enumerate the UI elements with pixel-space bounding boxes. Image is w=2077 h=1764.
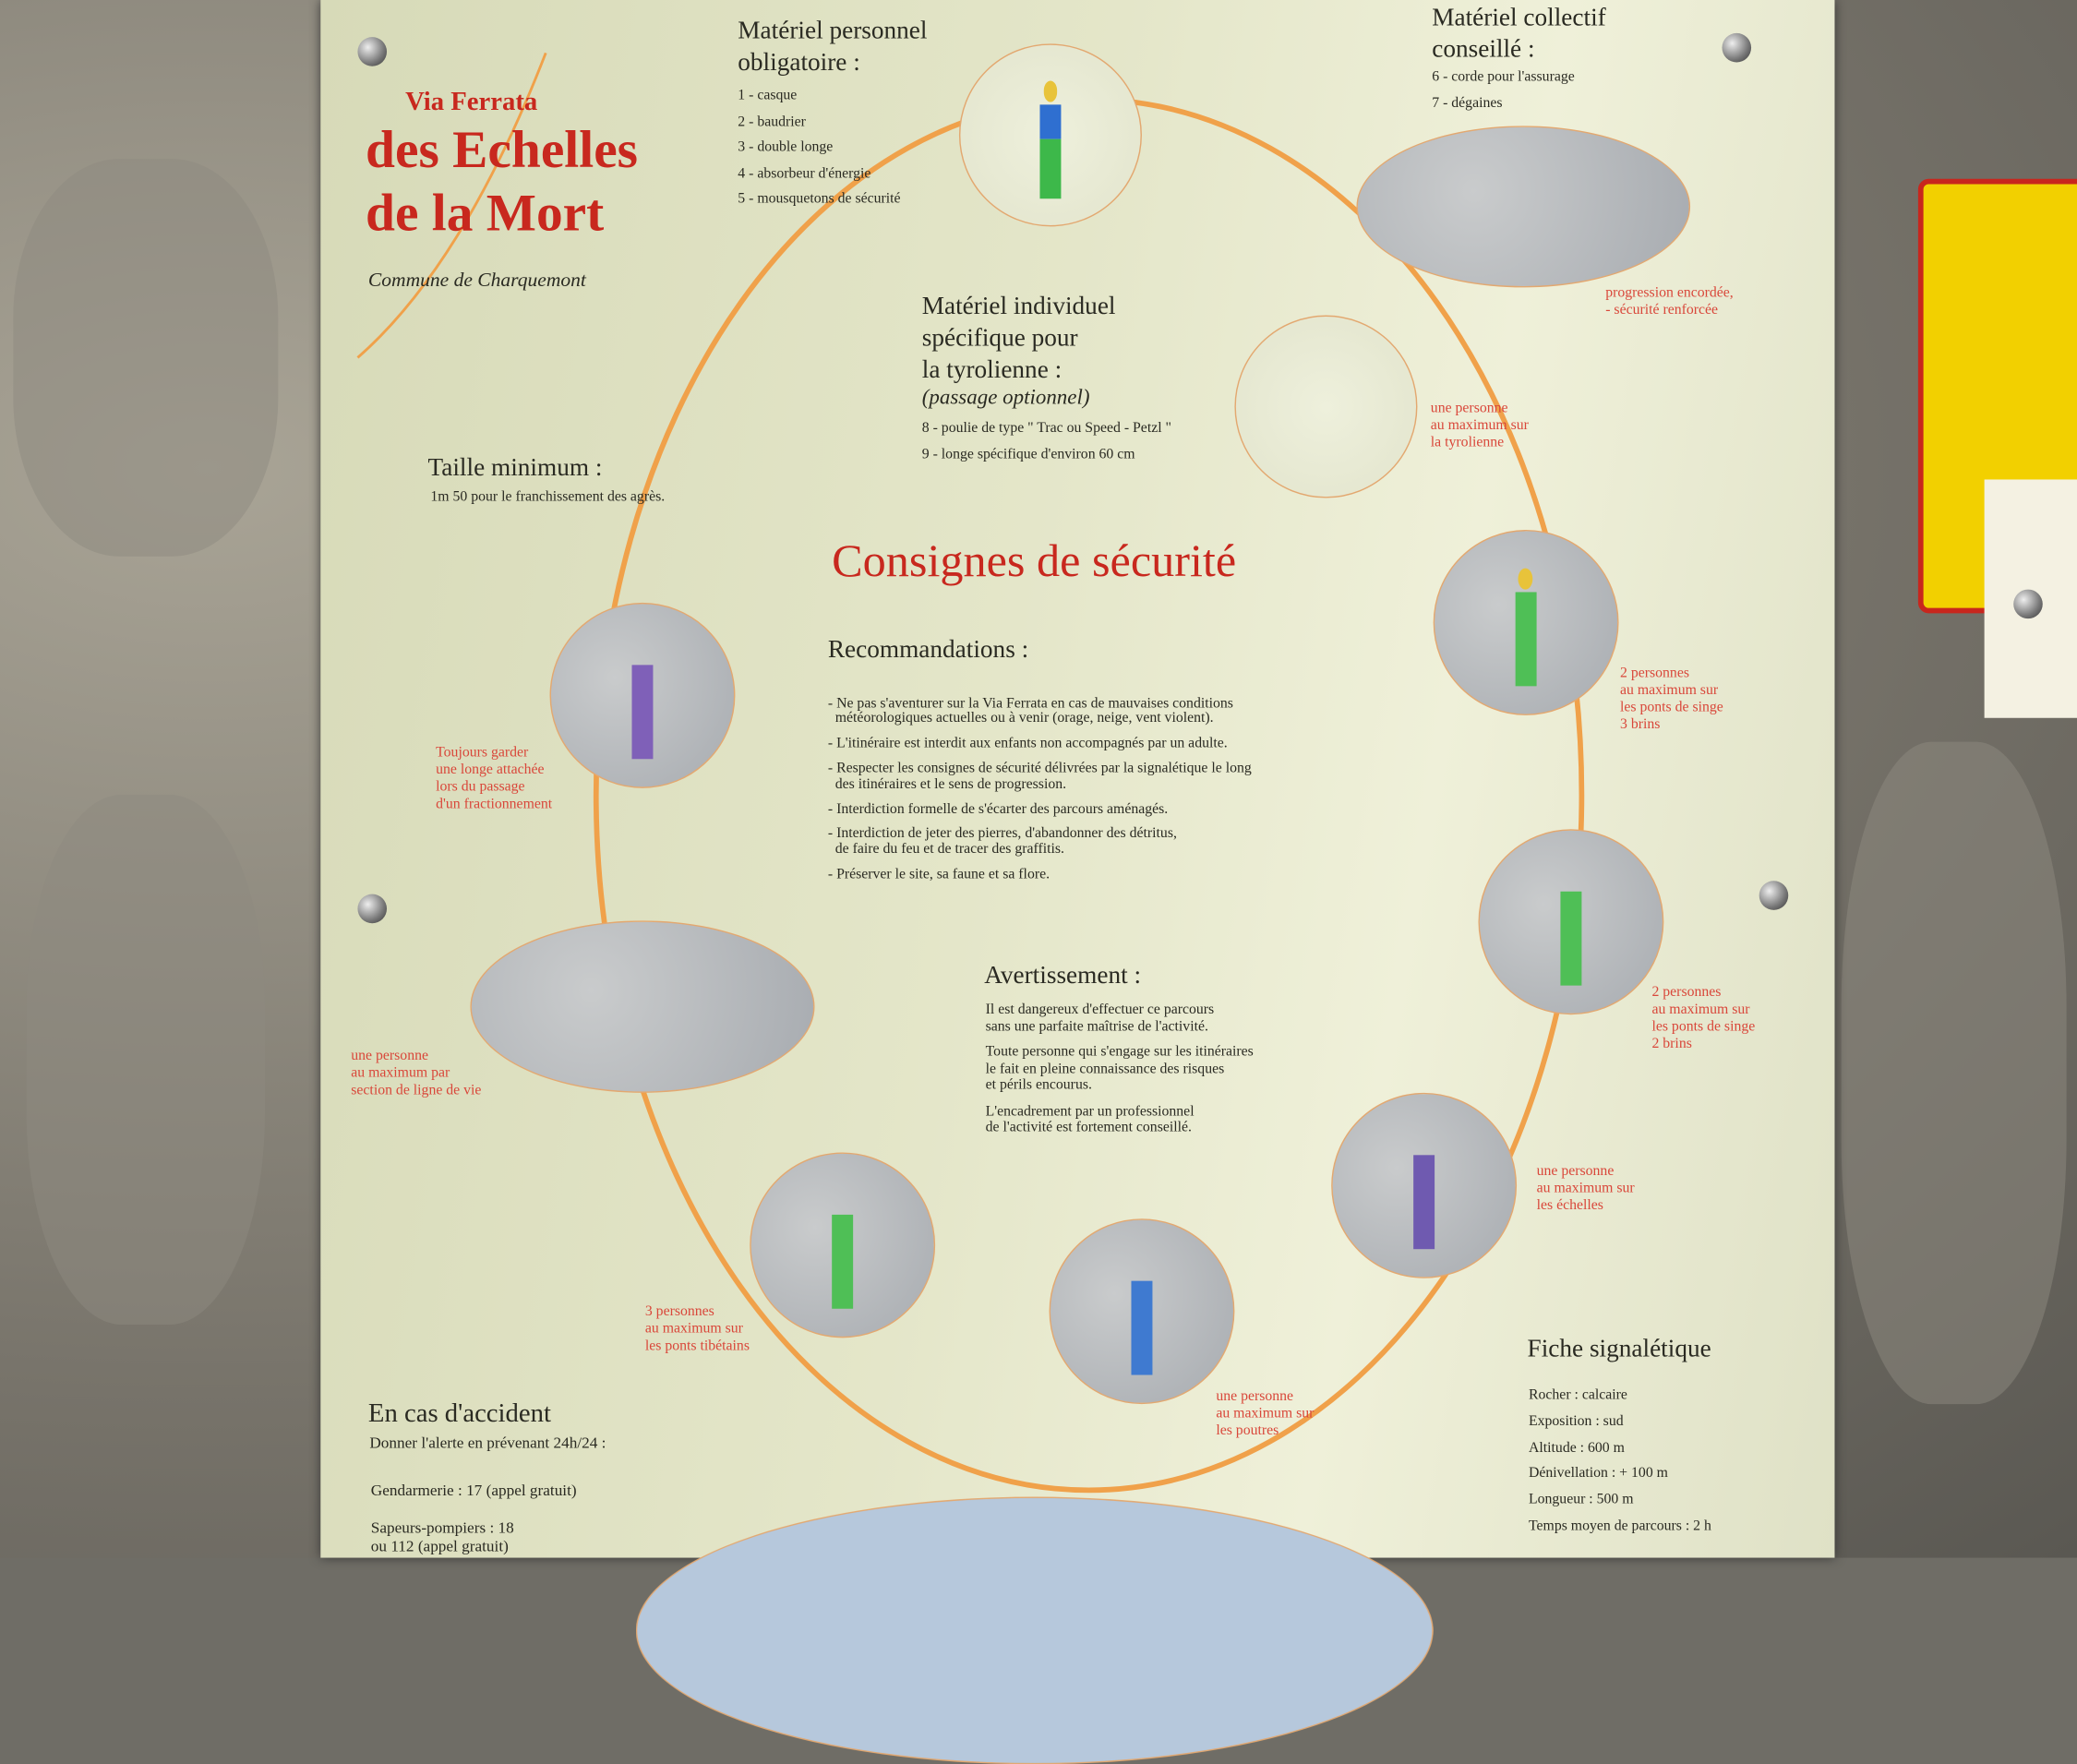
bolt — [1722, 32, 1752, 63]
title-line2: de la Mort — [366, 183, 605, 243]
caption-ladders: une personne au maximum sur les échelles — [1536, 1162, 1635, 1214]
bolt — [357, 37, 388, 66]
warning-text: Il est dangereux d'effectuer ce parcours… — [985, 1001, 1254, 1135]
lanyard-illustration — [549, 602, 736, 788]
rock-texture — [1841, 741, 2067, 1405]
bolt — [2013, 589, 2043, 619]
safety-title: Consignes de sécurité — [832, 534, 1237, 587]
caption-progression: progression encordée, - sécurité renforc… — [1605, 284, 1734, 318]
monkey-bridge-2-illustration — [1478, 829, 1664, 1015]
zipline-illustration — [1234, 315, 1418, 498]
pre-title: Via Ferrata — [405, 87, 538, 117]
info-sheet-title: Fiche signalétique — [1527, 1335, 1711, 1363]
accident-title: En cas d'accident — [367, 1398, 551, 1428]
ladder-illustration — [1331, 1092, 1518, 1278]
map-illustration — [635, 1496, 1434, 1764]
rock-texture — [13, 159, 279, 557]
monkey-bridge-3-illustration — [1433, 530, 1619, 715]
min-height-text: 1m 50 pour le franchissement des agrès. — [430, 488, 666, 505]
tibetan-bridge-illustration — [750, 1152, 936, 1338]
commune: Commune de Charquemont — [367, 270, 586, 292]
caption-monkey-bridge-3: 2 personnes au maximum sur les ponts de … — [1620, 665, 1723, 733]
bolt — [1759, 881, 1789, 910]
warning-title: Avertissement : — [984, 961, 1142, 990]
accident-subtitle: Donner l'alerte en prévenant 24h/24 : — [369, 1433, 606, 1452]
route-branch — [356, 52, 547, 359]
recommendations-list: - Ne pas s'aventurer sur la Via Ferrata … — [827, 694, 1252, 882]
caption-lanyard: Toujours garder une longe attachée lors … — [436, 744, 553, 812]
recommendations-title: Recommandations : — [827, 635, 1029, 664]
caption-lifeline: une personne au maximum par section de l… — [351, 1048, 482, 1098]
caption-beams: une personne au maximum sur les poutres — [1216, 1387, 1315, 1439]
emergency-numbers: Gendarmerie : 17 (appel gratuit)Sapeurs-… — [370, 1481, 577, 1555]
bolt — [357, 894, 388, 924]
roped-progression-illustration — [1356, 126, 1691, 288]
rock-texture — [26, 794, 265, 1325]
title-line1: des Echelles — [366, 119, 639, 179]
lifeline-illustration — [470, 920, 815, 1093]
zipline-gear-list: 8 - poulie de type " Trac ou Speed - Pet… — [921, 419, 1171, 462]
caption-zipline: une personne au maximum sur la tyrolienn… — [1430, 400, 1529, 450]
caption-tibetan: 3 personnes au maximum sur les ponts tib… — [644, 1303, 750, 1354]
zipline-subtitle: (passage optionnel) — [921, 387, 1090, 410]
climber-gear-illustration — [958, 43, 1142, 227]
beam-illustration — [1049, 1218, 1235, 1405]
caption-monkey-bridge-2: 2 personnes au maximum sur les ponts de … — [1651, 984, 1756, 1052]
min-height-title: Taille minimum : — [427, 454, 603, 483]
